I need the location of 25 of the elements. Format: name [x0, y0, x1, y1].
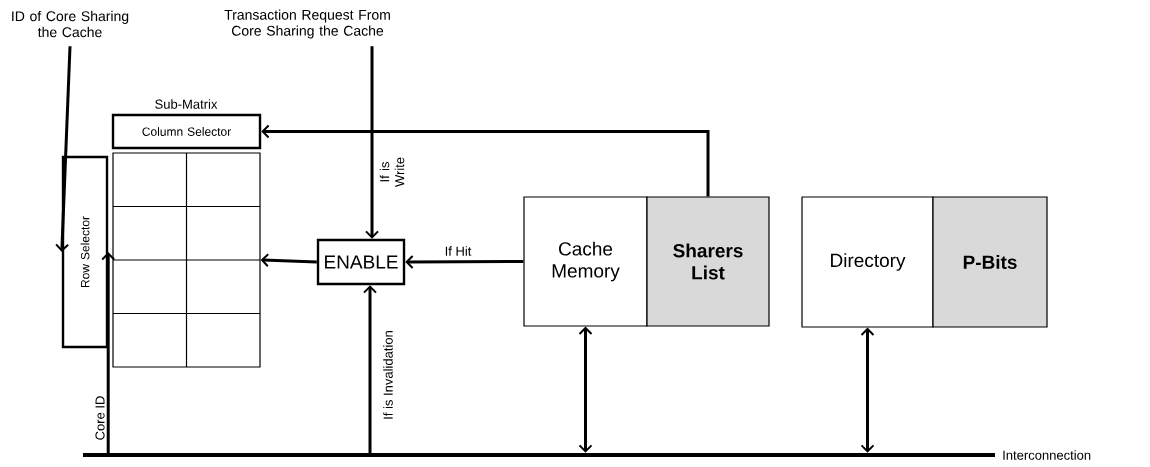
memory-box: Directory [801, 196, 934, 328]
input-label: Transaction Request From Core Sharing the Cache [224, 9, 390, 39]
edge-label: If is Invalidation [383, 331, 393, 419]
memory-box: P-Bits [932, 196, 1048, 328]
memory-box: Sharers List [646, 196, 770, 327]
selector-box: Row Selector [61, 155, 109, 349]
matrix-grid [112, 152, 261, 368]
edge-label: Core ID [95, 396, 105, 440]
arrow [55, 46, 72, 252]
edge-label: If Hit [445, 246, 472, 256]
arrow [860, 327, 875, 453]
interconnection-bus [83, 453, 995, 457]
edge-label: If is Write [379, 157, 405, 187]
memory-box: Cache Memory [523, 196, 648, 327]
enable-box: ENABLE [316, 238, 406, 286]
arrow [578, 326, 593, 453]
arrow [405, 254, 524, 269]
arrow [363, 285, 377, 455]
arrow [365, 46, 379, 239]
selector-box: Column Selector [111, 113, 262, 150]
input-label: ID of Core Sharing the Cache [12, 10, 129, 38]
arrow [260, 253, 317, 268]
arrow [261, 124, 710, 197]
bus-label: Interconnection [1003, 450, 1091, 460]
arrow [101, 252, 116, 455]
